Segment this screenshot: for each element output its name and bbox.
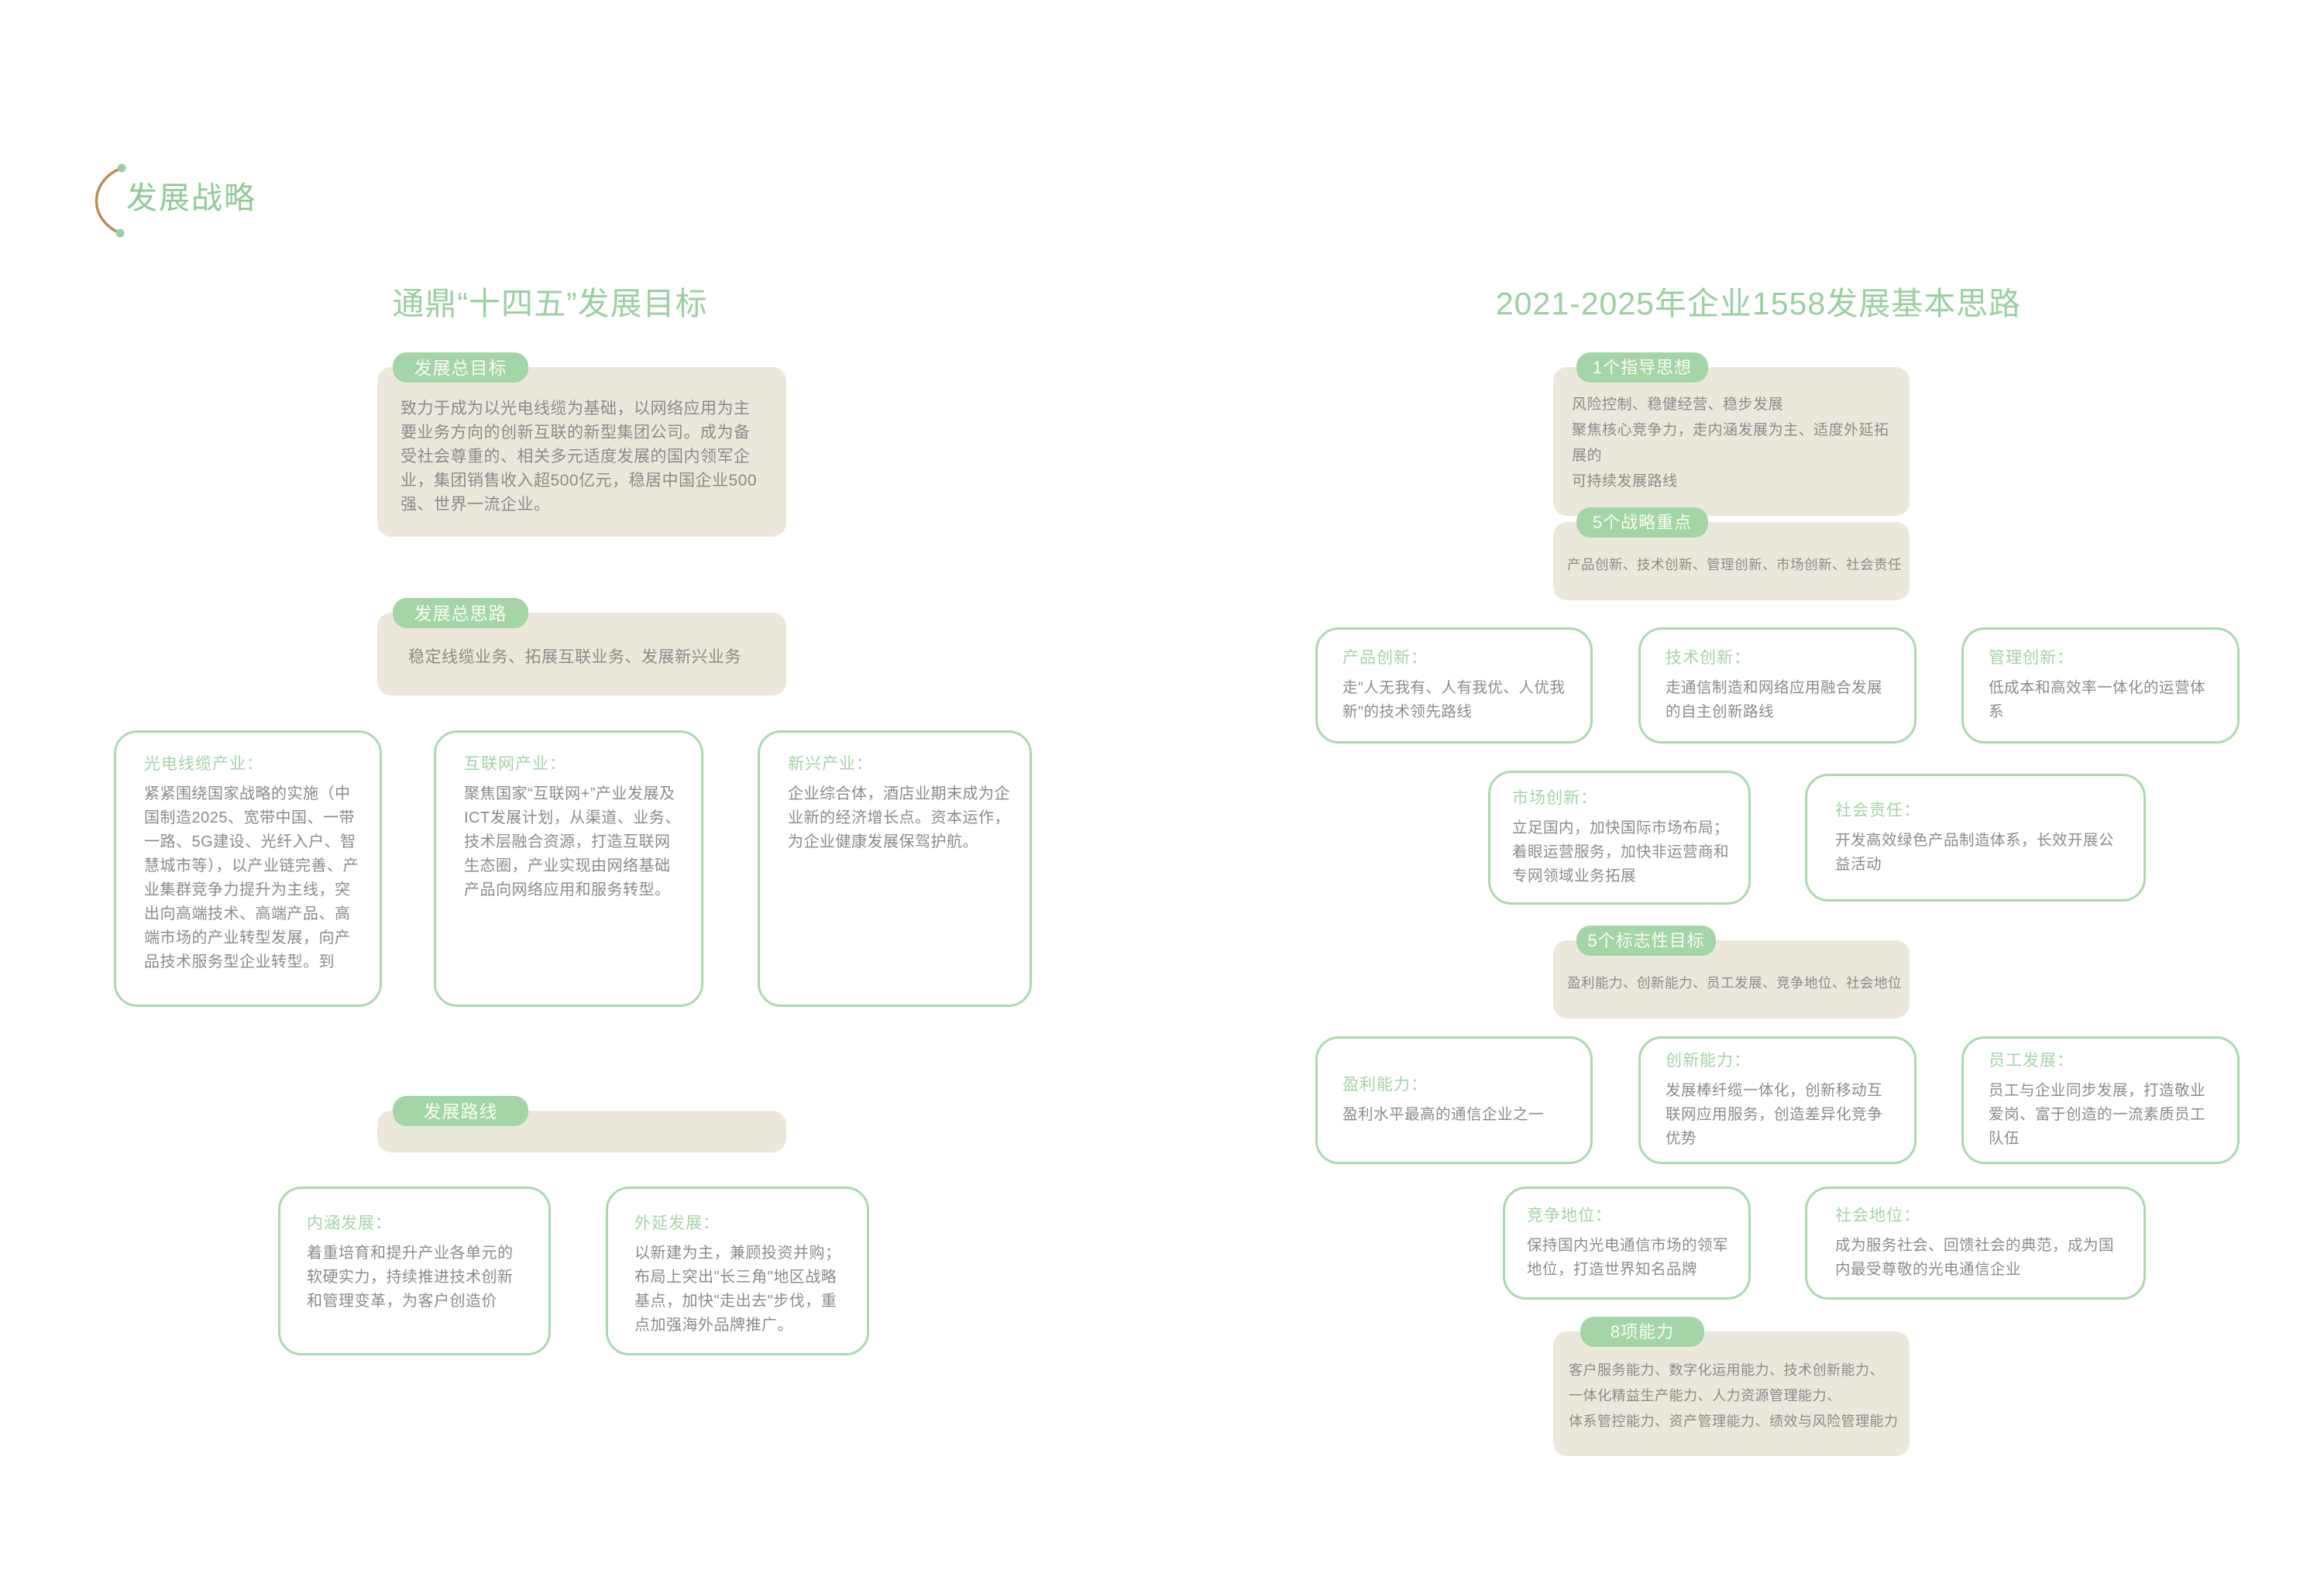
landmark-group: 5个标志性目标 盈利能力、创新能力、员工发展、竞争地位、社会地位 [1553, 926, 1910, 1018]
goal-innovation-body: 发展棒纤缆一体化，创新移动互联网应用服务，创造差异化竞争优势 [1666, 1082, 1883, 1147]
industry-emerging-label: 新兴产业： [788, 755, 873, 773]
goal-profit-label: 盈利能力： [1342, 1076, 1428, 1094]
path-internal-body: 着重培育和提升产业各单元的软硬实力，持续推进技术创新和管理变革，为客户创造价 [307, 1245, 514, 1310]
industry-internet-label: 互联网产业： [464, 755, 566, 773]
industry-internet-body: 聚焦国家“互联网+”产业发展及ICT发展计划，从渠道、业务、技术层融合资源，打造… [464, 785, 681, 898]
header-arc-icon [95, 163, 126, 238]
left-section-title: 通鼎“十四五”发展目标 [392, 286, 708, 321]
innovation-management-label: 管理创新： [1989, 649, 2074, 667]
ability-group: 8项能力 客户服务能力、数字化运用能力、技术创新能力、 一体化精益生产能力、人力… [1553, 1317, 1910, 1456]
innovation-box-product: 产品创新： 走"人无我有、人有我优、人优我新"的技术领先路线 [1315, 627, 1593, 744]
approach-tab: 发展总思路 [393, 598, 528, 628]
innovation-box-management: 管理创新： 低成本和高效率一体化的运营体系 [1961, 627, 2240, 744]
route-tab: 发展路线 [393, 1096, 528, 1126]
goal-staff-body: 员工与企业同步发展，打造敬业爱岗、富于创造的一流素质员工队伍 [1989, 1082, 2206, 1147]
goal-panel: 致力于成为以光电线缆为基础，以网络应用为主要业务方向的创新互联的新型集团公司。成… [377, 367, 786, 537]
guiding-group: 1个指导思想 风险控制、稳健经营、稳步发展 聚焦核心竞争力，走内涵发展为主、适度… [1553, 352, 1910, 516]
innovation-tech-body: 走通信制造和网络应用融合发展的自主创新路线 [1666, 679, 1883, 720]
approach-group: 发展总思路 稳定线缆业务、拓展互联业务、发展新兴业务 [377, 598, 786, 696]
industry-box-emerging: 新兴产业： 企业综合体，酒店业期末成为企业新的经济增长点。资本运作，为企业健康发… [758, 730, 1032, 1007]
goal-competition-label: 竞争地位： [1527, 1207, 1612, 1225]
strategic-body: 产品创新、技术创新、管理创新、市场创新、社会责任 [1567, 557, 1902, 572]
goal-box-profit: 盈利能力： 盈利水平最高的通信企业之一 [1315, 1036, 1593, 1164]
innovation-product-body: 走"人无我有、人有我优、人优我新"的技术领先路线 [1342, 679, 1566, 720]
landmark-body: 盈利能力、创新能力、员工发展、竞争地位、社会地位 [1567, 975, 1902, 991]
innovation-tech-label: 技术创新： [1666, 649, 1751, 667]
goal-innovation-label: 创新能力： [1666, 1052, 1751, 1070]
goal-staff-label: 员工发展： [1989, 1052, 2074, 1070]
route-group: 发展路线 [377, 1096, 786, 1152]
path-external-label: 外延发展： [634, 1214, 720, 1232]
strategic-tab: 5个战略重点 [1576, 507, 1708, 538]
ability-tab: 8项能力 [1580, 1317, 1704, 1347]
goal-box-competition: 竞争地位： 保持国内光电通信市场的领军地位，打造世界知名品牌 [1503, 1187, 1751, 1300]
innovation-box-social: 社会责任： 开发高效绿色产品制造体系，长效开展公益活动 [1805, 774, 2146, 902]
innovation-product-label: 产品创新： [1342, 649, 1428, 667]
innovation-management-body: 低成本和高效率一体化的运营体系 [1989, 679, 2206, 720]
industry-cable-label: 光电线缆产业： [144, 755, 263, 773]
ability-body: 客户服务能力、数字化运用能力、技术创新能力、 一体化精益生产能力、人力资源管理能… [1569, 1362, 1899, 1429]
innovation-box-tech: 技术创新： 走通信制造和网络应用融合发展的自主创新路线 [1638, 627, 1917, 744]
innovation-box-market: 市场创新： 立足国内，加快国际市场布局；着眼运营服务，加快非运营商和专网领域业务… [1488, 771, 1751, 905]
goal-box-staff: 员工发展： 员工与企业同步发展，打造敬业爱岗、富于创造的一流素质员工队伍 [1961, 1036, 2240, 1164]
strategic-group: 5个战略重点 产品创新、技术创新、管理创新、市场创新、社会责任 [1553, 507, 1910, 600]
guiding-body: 风险控制、稳健经营、稳步发展 聚焦核心竞争力，走内涵发展为主、适度外延拓展的 可… [1572, 397, 1889, 489]
approach-body: 稳定线缆业务、拓展互联业务、发展新兴业务 [408, 648, 741, 666]
goal-tab: 发展总目标 [393, 352, 528, 383]
goal-status-body: 成为服务社会、回馈社会的典范，成为国内最受尊敬的光电通信企业 [1835, 1237, 2115, 1278]
goal-profit-body: 盈利水平最高的通信企业之一 [1342, 1106, 1545, 1123]
path-external-body: 以新建为主，兼顾投资并购；布局上突出"长三角"地区战略基点，加快"走出去"步伐，… [634, 1245, 841, 1334]
innovation-market-label: 市场创新： [1512, 789, 1597, 807]
goal-box-innovation: 创新能力： 发展棒纤缆一体化，创新移动互联网应用服务，创造差异化竞争优势 [1638, 1036, 1917, 1164]
innovation-social-label: 社会责任： [1835, 801, 1920, 819]
goal-status-label: 社会地位： [1835, 1207, 1920, 1225]
page-header: 发展战略 [81, 159, 546, 244]
path-internal-label: 内涵发展： [307, 1214, 392, 1232]
goal-body: 致力于成为以光电线缆为基础，以网络应用为主要业务方向的创新互联的新型集团公司。成… [401, 400, 758, 514]
path-box-external: 外延发展： 以新建为主，兼顾投资并购；布局上突出"长三角"地区战略基点，加快"走… [606, 1187, 869, 1355]
page-title: 发展战略 [126, 181, 256, 215]
industry-box-cable: 光电线缆产业： 紧紧围绕国家战略的实施（中国制造2025、宽带中国、一带一路、5… [114, 730, 382, 1007]
industry-emerging-body: 企业综合体，酒店业期末成为企业新的经济增长点。资本运作，为企业健康发展保驾护航。 [788, 785, 1010, 850]
goal-box-status: 社会地位： 成为服务社会、回馈社会的典范，成为国内最受尊敬的光电通信企业 [1805, 1187, 2146, 1300]
innovation-market-body: 立足国内，加快国际市场布局；着眼运营服务，加快非运营商和专网领域业务拓展 [1512, 819, 1730, 885]
innovation-social-body: 开发高效绿色产品制造体系，长效开展公益活动 [1835, 831, 2115, 873]
path-box-internal: 内涵发展： 着重培育和提升产业各单元的软硬实力，持续推进技术创新和管理变革，为客… [278, 1187, 551, 1355]
guiding-panel: 风险控制、稳健经营、稳步发展 聚焦核心竞争力，走内涵发展为主、适度外延拓展的 可… [1553, 367, 1910, 516]
industry-box-internet: 互联网产业： 聚焦国家“互联网+”产业发展及ICT发展计划，从渠道、业务、技术层… [434, 730, 703, 1007]
goal-competition-body: 保持国内光电通信市场的领军地位，打造世界知名品牌 [1527, 1237, 1729, 1278]
industry-cable-body: 紧紧围绕国家战略的实施（中国制造2025、宽带中国、一带一路、5G建设、光纤入户… [144, 785, 359, 970]
goal-group: 发展总目标 致力于成为以光电线缆为基础，以网络应用为主要业务方向的创新互联的新型… [377, 352, 786, 537]
guiding-tab: 1个指导思想 [1576, 352, 1708, 383]
landmark-tab: 5个标志性目标 [1576, 926, 1716, 956]
ability-panel: 客户服务能力、数字化运用能力、技术创新能力、 一体化精益生产能力、人力资源管理能… [1553, 1331, 1910, 1456]
right-section-title: 2021-2025年企业1558发展基本思路 [1495, 286, 2022, 321]
